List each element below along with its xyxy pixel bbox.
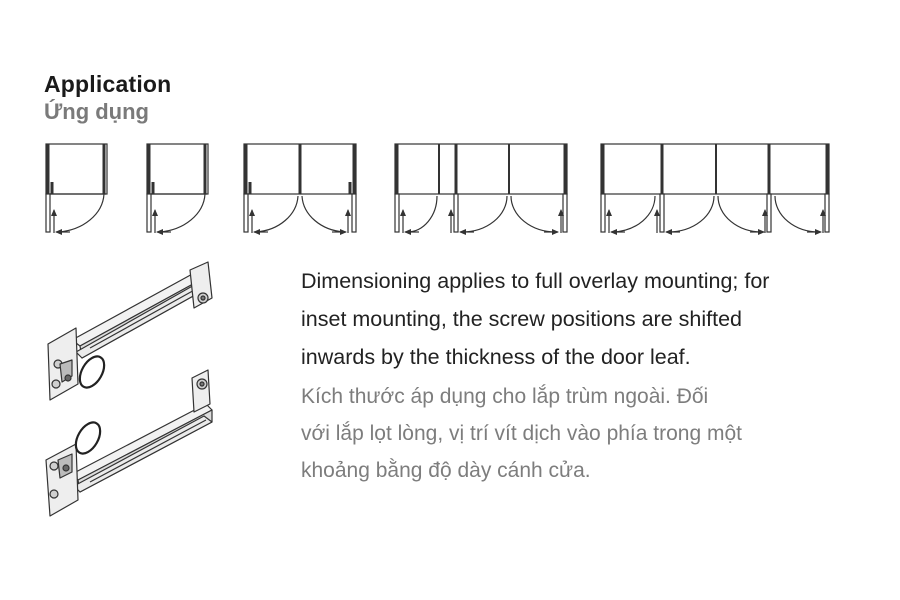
description-vietnamese-line: với lắp lọt lòng, vị trí vít dịch vào ph… bbox=[301, 422, 742, 445]
description-english-line: inwards by the thickness of the door lea… bbox=[301, 345, 691, 369]
runner-hardware-illustration-top bbox=[47, 261, 213, 401]
description-vietnamese-line: Kích thước áp dụng cho lắp trùm ngoài. Đ… bbox=[301, 385, 709, 408]
runner-hardware-illustration-bottom bbox=[45, 369, 213, 517]
description-english-line: Dimensioning applies to full overlay mou… bbox=[301, 269, 770, 293]
description-vietnamese: Kích thước áp dụng cho lắp trùm ngoài. Đ… bbox=[301, 378, 891, 489]
description-vietnamese-line: khoảng bằng độ dày cánh cửa. bbox=[301, 459, 591, 482]
heading-block: Application Ứng dụng bbox=[44, 70, 171, 126]
cabinet-diagram-double-door bbox=[243, 143, 357, 235]
page-title: Application bbox=[44, 71, 172, 97]
cabinet-diagram-six-door bbox=[600, 143, 830, 235]
description-block: Dimensioning applies to full overlay mou… bbox=[301, 262, 891, 489]
cabinet-diagram-four-door bbox=[394, 143, 568, 235]
description-english-line: inset mounting, the screw positions are … bbox=[301, 307, 742, 331]
cabinet-diagram-single-door-mirrored bbox=[146, 143, 209, 235]
cabinet-diagram-single-door bbox=[45, 143, 108, 235]
description-english: Dimensioning applies to full overlay mou… bbox=[301, 262, 891, 376]
page-subtitle: Ứng dụng bbox=[44, 99, 149, 124]
